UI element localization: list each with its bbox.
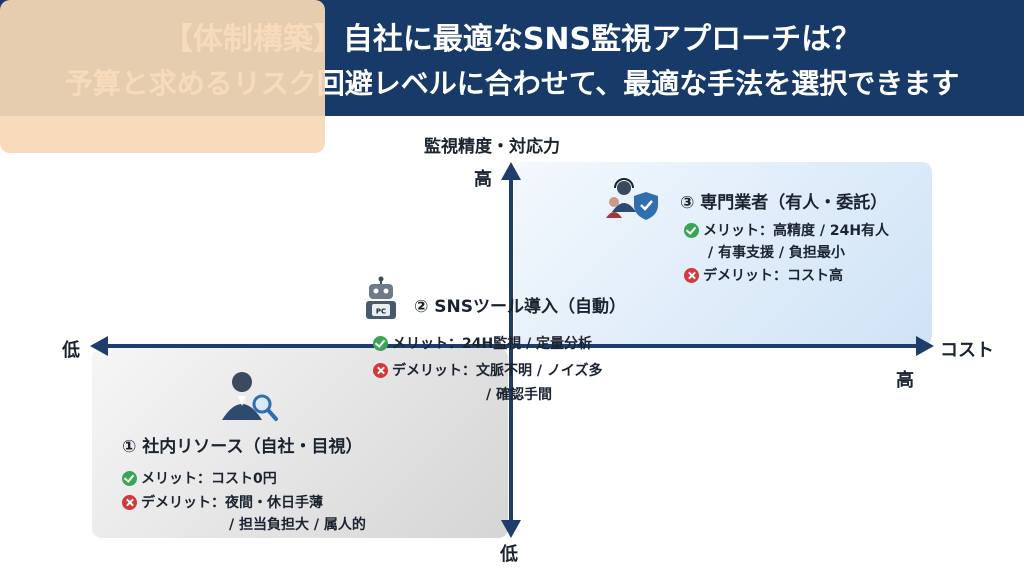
option-3-demerit: デメリット：コスト高 — [684, 265, 843, 285]
option-1-merit-text: メリット：コスト0円 — [141, 471, 277, 487]
cross-icon — [373, 362, 388, 378]
option-3-merit-cont: / 有事支援 / 負担最小 — [708, 245, 845, 261]
x-axis-arrow-right — [916, 336, 934, 356]
check-icon — [684, 222, 699, 238]
y-axis-high-label: 高 — [474, 169, 492, 190]
option-2-merit: メリット：24H監視 / 定量分析 — [373, 333, 592, 353]
robot-pc-icon: PC — [366, 276, 396, 319]
option-2-demerit-cont: / 確認手間 — [486, 387, 552, 403]
x-axis-title: コスト — [940, 340, 994, 361]
x-axis-low-label: 低 — [62, 340, 80, 361]
option-1-demerit: デメリット：夜間・休日手薄 — [122, 492, 323, 512]
option-1-demerit-text: デメリット：夜間・休日手薄 — [141, 495, 323, 511]
option-3-title: ③ 専門業者（有人・委託） — [680, 193, 888, 213]
y-axis-arrow-down — [501, 520, 521, 538]
quadrant-high-cost-high-accuracy — [514, 162, 932, 346]
option-3-demerit-text: デメリット：コスト高 — [703, 268, 843, 284]
option-3-merit-text: メリット：高精度 / 24H有人 — [703, 223, 890, 239]
option-2-merit-text: メリット：24H監視 / 定量分析 — [392, 336, 593, 352]
x-axis-arrow-left — [90, 336, 108, 356]
quadrant-middle-tool — [0, 0, 325, 153]
option-2-demerit-text: デメリット：文脈不明 / ノイズ多 — [392, 363, 603, 379]
option-1-merit: メリット：コスト0円 — [122, 468, 277, 488]
check-icon — [122, 470, 137, 486]
check-icon — [373, 335, 388, 351]
y-axis-title: 監視精度・対応力 — [424, 137, 560, 157]
cross-icon — [684, 267, 699, 283]
quadrant-low-cost-low-accuracy — [92, 348, 508, 538]
option-2-demerit: デメリット：文脈不明 / ノイズ多 — [373, 360, 602, 380]
option-2-title: ② SNSツール導入（自動） — [414, 297, 627, 317]
x-axis-high-label: 高 — [896, 370, 914, 391]
cross-icon — [122, 494, 137, 510]
robot-pc-label: PC — [376, 308, 386, 316]
option-3-merit: メリット：高精度 / 24H有人 — [684, 220, 889, 240]
y-axis-arrow-up — [501, 162, 521, 180]
person-magnifier-icon — [222, 372, 278, 421]
operators-shield-icon — [606, 178, 658, 220]
option-1-demerit-cont: / 担当負担大 / 属人的 — [229, 517, 366, 533]
y-axis-low-label: 低 — [500, 544, 518, 565]
option-1-title: ① 社内リソース（自社・目視） — [122, 437, 363, 457]
